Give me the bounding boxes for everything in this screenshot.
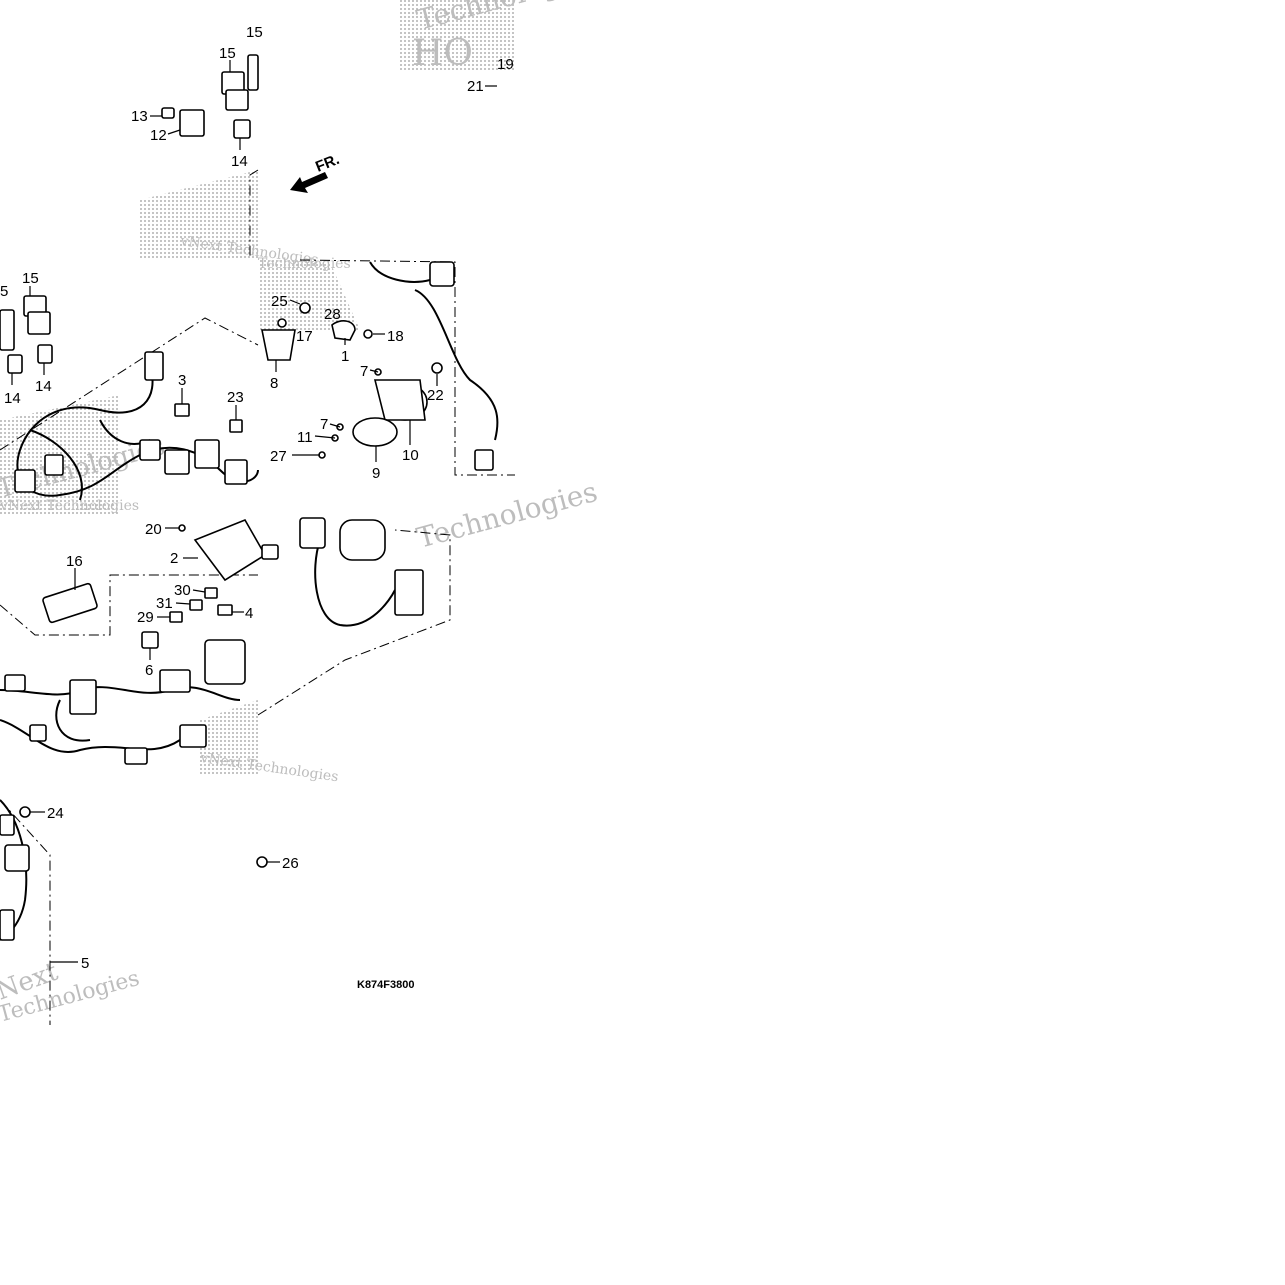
part-label-11: 11 [297, 429, 313, 446]
watermark-dot-regions [0, 0, 515, 775]
watermark-text: vNext Technologies [0, 498, 139, 514]
part-label-21: 21 [467, 78, 484, 95]
part-label-29: 29 [137, 609, 154, 626]
part-label-7: 7 [360, 363, 368, 380]
part-label-18: 18 [387, 328, 404, 345]
part-label-15: 15 [22, 270, 39, 287]
part-label-26: 26 [282, 855, 299, 872]
part-label-7: 7 [320, 416, 328, 433]
watermark-text: HO [412, 33, 473, 74]
watermark-text: Technologies [413, 475, 601, 555]
part-label-31: 31 [156, 595, 173, 612]
part-label-9: 9 [372, 465, 380, 482]
part-labels: 15 15 13 12 14 19 21 15 5 14 14 3 23 25 … [0, 24, 514, 972]
wire-harness-right [261, 517, 424, 627]
part-label-10: 10 [402, 447, 419, 464]
part-label-22: 22 [427, 387, 444, 404]
front-direction-arrow: FR. [290, 151, 342, 193]
wire-harness-upper [14, 351, 259, 501]
part-label-14: 14 [231, 153, 248, 170]
part-label-2: 2 [170, 550, 178, 567]
part-label-23: 23 [227, 389, 244, 406]
part-label-27: 27 [270, 448, 287, 465]
part-label-15: 15 [219, 45, 236, 62]
part-label-6: 6 [145, 662, 153, 679]
part-label-15: 15 [246, 24, 263, 41]
relay-group-top [161, 54, 259, 139]
middle-parts [42, 518, 267, 649]
part-label-5: 5 [81, 955, 89, 972]
drawing-code: K874F3800 [357, 979, 415, 991]
watermark-text: Technologies [258, 256, 351, 272]
relay-group-left [0, 295, 53, 374]
front-direction-label: FR. [313, 151, 342, 176]
part-label-4: 4 [245, 605, 253, 622]
part-label-24: 24 [47, 805, 64, 822]
horn-assembly [261, 261, 499, 471]
leader-lines [11, 60, 497, 963]
part-label-17: 17 [296, 328, 313, 345]
part-label-5: 5 [0, 283, 8, 300]
watermark-text: vNext Technologies [198, 750, 339, 785]
part-label-13: 13 [131, 108, 148, 125]
part-label-12: 12 [150, 127, 167, 144]
part-label-30: 30 [174, 582, 191, 599]
part-label-14: 14 [35, 378, 52, 395]
part-label-19: 19 [497, 56, 514, 73]
part-label-3: 3 [178, 372, 186, 389]
dashed-outlines [0, 169, 515, 1025]
part-label-28: 28 [324, 306, 341, 323]
part-label-25: 25 [271, 293, 288, 310]
wire-harness-bottom [0, 799, 268, 941]
watermarks: Technologies vNext Technologies Technolo… [0, 0, 601, 1028]
part-label-1: 1 [341, 348, 349, 365]
wire-harness-lower [0, 639, 246, 765]
part-label-14: 14 [4, 390, 21, 407]
part-label-16: 16 [66, 553, 83, 570]
part-label-8: 8 [270, 375, 278, 392]
part-label-20: 20 [145, 521, 162, 538]
